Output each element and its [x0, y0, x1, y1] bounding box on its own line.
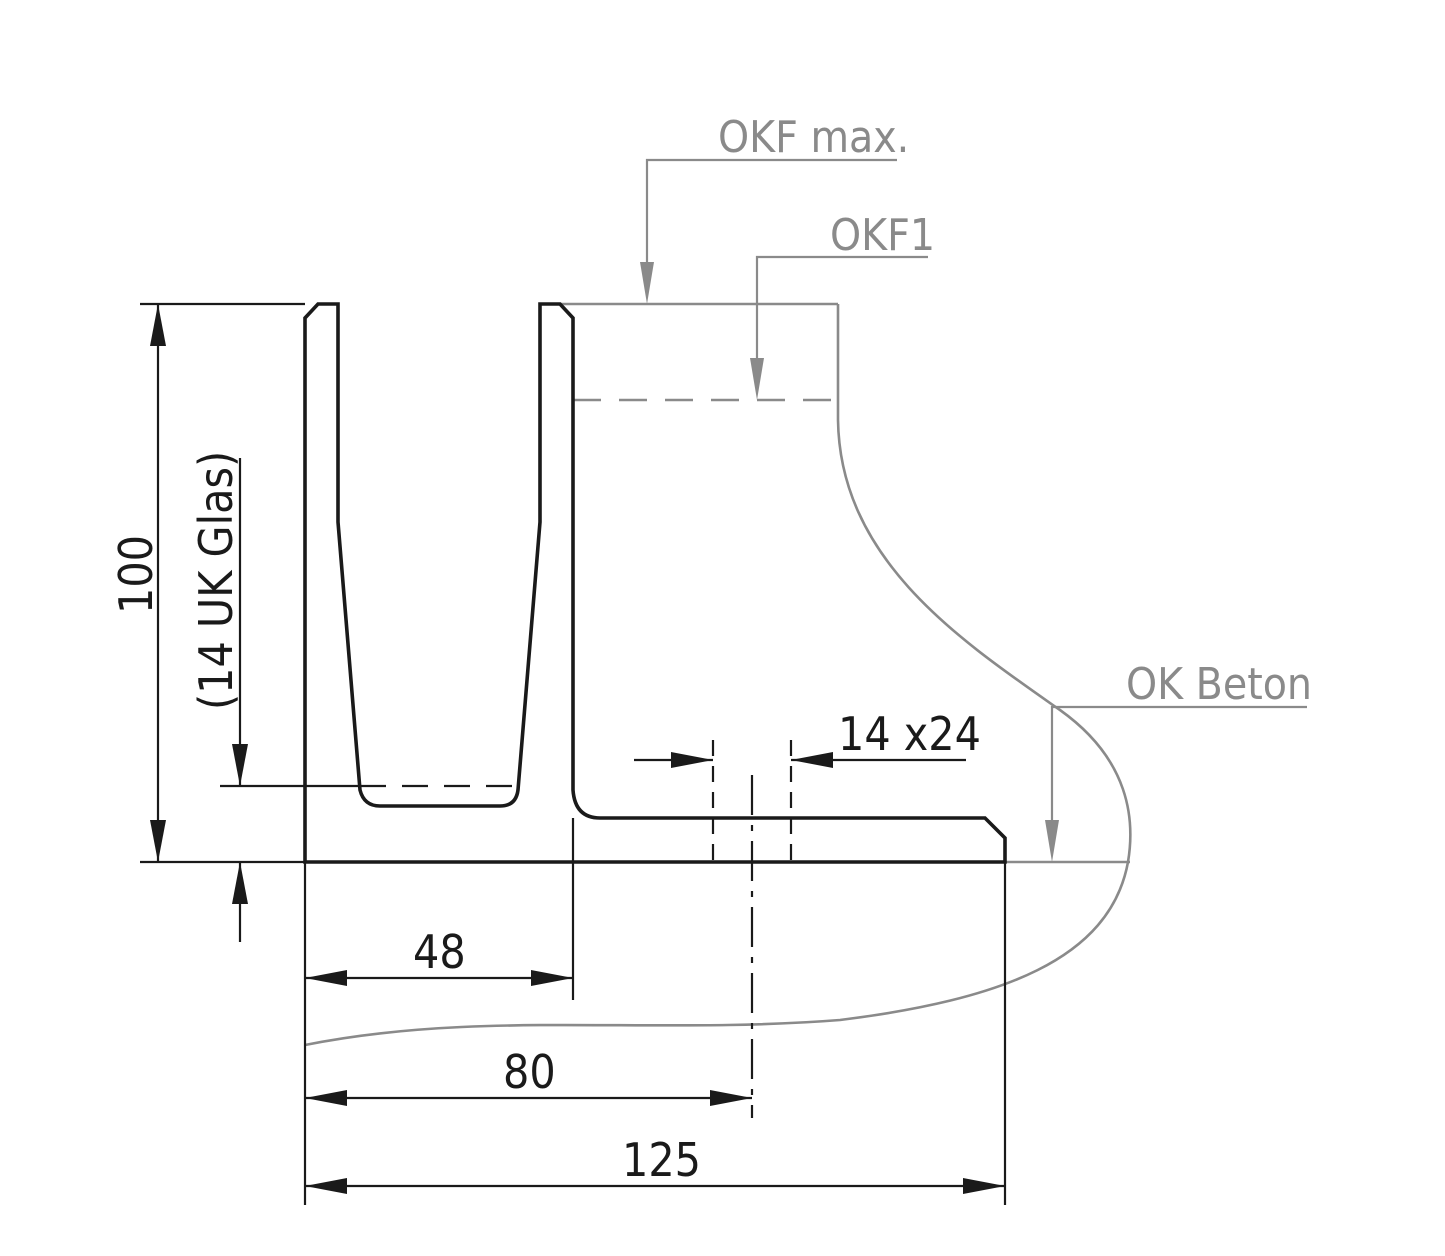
u-profile: [303, 302, 1007, 864]
label-height: 100: [109, 535, 163, 614]
label-slot: 14 x24: [838, 707, 981, 761]
label-48: 48: [413, 925, 466, 979]
leader-ok-beton: OK Beton: [1045, 659, 1312, 862]
dim-48: 48: [305, 925, 573, 986]
slot-hole: 14 x24: [634, 707, 981, 1118]
label-okf-max: OKF max.: [718, 112, 909, 163]
label-okf1: OKF1: [830, 210, 935, 261]
leader-okf1: OKF1: [750, 210, 935, 400]
concrete-outline: [304, 302, 1132, 1047]
label-80: 80: [503, 1045, 556, 1099]
dim-80: 80: [305, 1045, 752, 1106]
label-ok-beton: OK Beton: [1126, 659, 1312, 710]
dim-125: 125: [305, 1133, 1005, 1194]
label-125: 125: [622, 1133, 701, 1187]
dim-height-100: 100: [109, 304, 166, 862]
leader-okf-max: OKF max.: [640, 112, 909, 304]
label-glass-offset: (14 UK Glas): [189, 451, 243, 710]
dim-glass-offset: (14 UK Glas): [189, 451, 248, 942]
